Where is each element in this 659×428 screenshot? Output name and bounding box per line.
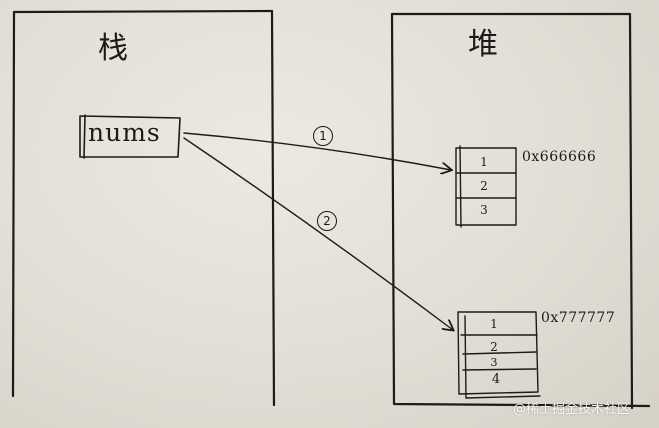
- heap-panel: [390, 12, 651, 410]
- array-2-cell: 3: [490, 356, 498, 369]
- array-2-box: [457, 311, 541, 399]
- arrow-2: [183, 137, 453, 330]
- array-1-cell: 3: [480, 203, 488, 217]
- arrow-2-label: 2: [317, 211, 337, 231]
- array-2-address: 0x777777: [541, 310, 616, 326]
- array-1-address: 0x666666: [522, 149, 597, 165]
- array-2-cell: 4: [491, 372, 501, 387]
- array-1-cell: 2: [480, 179, 488, 193]
- nums-variable-label: nums: [88, 118, 161, 147]
- array-2-cell: 2: [490, 340, 498, 354]
- arrow-1: [183, 132, 451, 170]
- heap-title: 堆: [468, 27, 498, 62]
- array-2-cell: 1: [490, 317, 498, 331]
- array-1-box: [455, 145, 517, 228]
- nums-box: [79, 114, 181, 159]
- array-1-cell: 1: [480, 155, 488, 169]
- stack-panel: [11, 9, 276, 407]
- stack-title: 栈: [98, 31, 128, 66]
- arrow-1-label: 1: [313, 126, 333, 146]
- watermark: @稀土掘金技术社区: [513, 402, 631, 417]
